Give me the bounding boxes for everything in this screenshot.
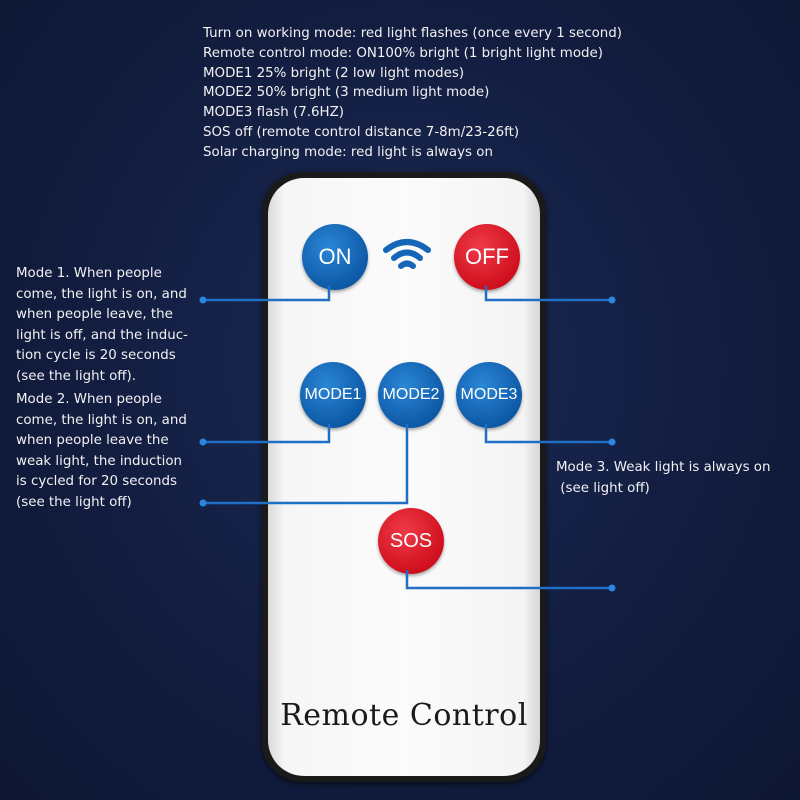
connector-dot — [608, 584, 616, 592]
remote-face: ON OFF MODE1 MODE2 MODE3 SOS Remote Cont… — [268, 178, 540, 776]
mode1-button-label: MODE1 — [304, 386, 362, 403]
connector-sos — [405, 570, 612, 590]
annotation-line: is cycled for 20 seconds — [16, 474, 178, 489]
spec-line: Turn on working mode: red light flashes … — [203, 26, 623, 41]
sos-button-label: SOS — [389, 529, 433, 552]
on-button-label: ON — [318, 244, 352, 269]
remote-control: ON OFF MODE1 MODE2 MODE3 SOS Remote Cont… — [262, 172, 546, 782]
annotation-line: Mode 1. When people — [16, 266, 162, 281]
annotation-line: come, the light is on, and — [16, 286, 187, 302]
wifi-signal-icon — [382, 236, 432, 276]
annotation-line: weak light, the induction — [16, 453, 183, 469]
mode3-button-label: MODE3 — [460, 386, 518, 403]
sos-button[interactable]: SOS — [378, 508, 444, 574]
annotation-line: come, the light is on, and — [16, 412, 187, 428]
mode1-annotation: Mode 1. When people come, the light is o… — [16, 264, 188, 387]
feature-spec-list: Turn on working mode: red light flashes … — [203, 24, 622, 163]
mode3-annotation: Mode 3. Weak light is always on (see lig… — [556, 458, 771, 499]
on-button[interactable]: ON — [302, 224, 368, 290]
mode2-button[interactable]: MODE2 — [378, 362, 444, 428]
spec-line: MODE2 50% bright (3 medium light mode) — [203, 85, 490, 101]
spec-line: MODE1 25% bright (2 low light modes) — [203, 65, 465, 81]
annotation-line: when people leave the — [16, 433, 169, 448]
connector-mode1 — [203, 424, 331, 444]
connector-dot — [199, 296, 207, 304]
annotation-line: tion cycle is 20 seconds — [16, 348, 176, 363]
mode3-button[interactable]: MODE3 — [456, 362, 522, 428]
remote-control-label: Remote Control — [280, 698, 528, 733]
annotation-line: (see the light off). — [16, 368, 136, 384]
connector-on — [203, 286, 331, 302]
connector-dot — [199, 499, 207, 507]
connector-mode2 — [203, 424, 409, 505]
connector-dot — [608, 438, 616, 446]
connector-mode3 — [484, 424, 612, 444]
connector-dot — [608, 296, 616, 304]
spec-line: Remote control mode: ON100% bright (1 br… — [203, 45, 604, 61]
connector-dot — [199, 438, 207, 446]
annotation-line: Mode 3. Weak light is always on — [556, 460, 771, 475]
annotation-line: (see the light off) — [16, 494, 132, 510]
mode1-button[interactable]: MODE1 — [300, 362, 366, 428]
annotation-line: when people leave, the — [16, 307, 173, 322]
spec-line: MODE3 flash (7.6HZ) — [203, 105, 344, 121]
off-button[interactable]: OFF — [454, 224, 520, 290]
spec-line: SOS off (remote control distance 7-8m/23… — [203, 124, 520, 140]
mode2-button-label: MODE2 — [382, 386, 440, 403]
annotation-line: (see light off) — [556, 480, 650, 496]
spec-line: Solar charging mode: red light is always… — [203, 144, 493, 160]
mode2-annotation: Mode 2. When people come, the light is o… — [16, 390, 187, 513]
annotation-line: Mode 2. When people — [16, 392, 162, 407]
off-button-label: OFF — [465, 244, 509, 269]
connector-off — [484, 286, 612, 302]
annotation-line: light is off, and the induc- — [16, 327, 188, 343]
